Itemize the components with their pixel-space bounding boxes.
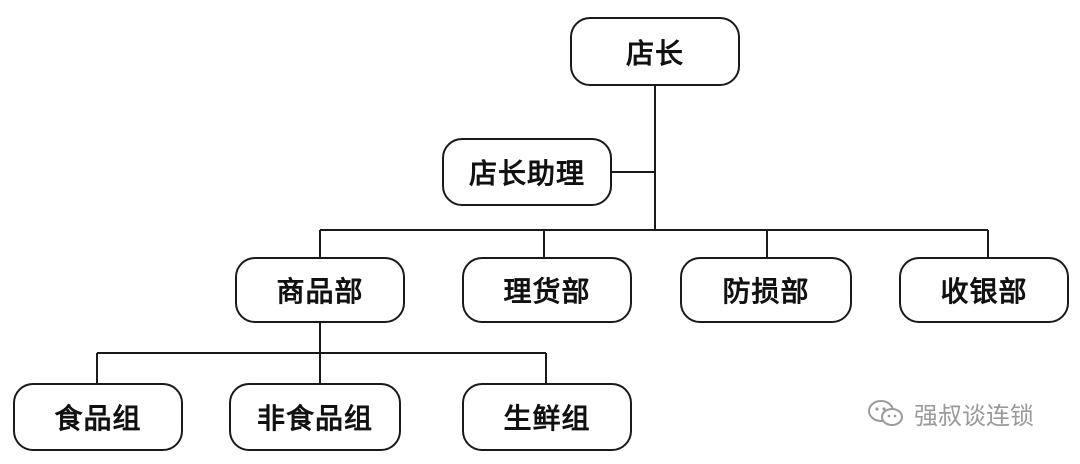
node-store-manager: 店长 [570, 17, 740, 86]
node-merchandise-dept: 商品部 [235, 257, 405, 323]
wechat-icon [868, 399, 903, 426]
node-stocking-dept: 理货部 [462, 257, 632, 323]
node-non-food-group: 非食品组 [229, 383, 401, 451]
node-food-group: 食品组 [13, 383, 183, 451]
node-loss-prevention-dept: 防损部 [680, 257, 852, 323]
node-fresh-group: 生鲜组 [462, 383, 632, 451]
node-cashier-dept: 收银部 [899, 257, 1069, 323]
watermark-text: 强叔谈连锁 [914, 402, 1034, 430]
node-assistant-manager: 店长助理 [442, 138, 612, 206]
watermark: 强叔谈连锁 [866, 396, 1034, 431]
